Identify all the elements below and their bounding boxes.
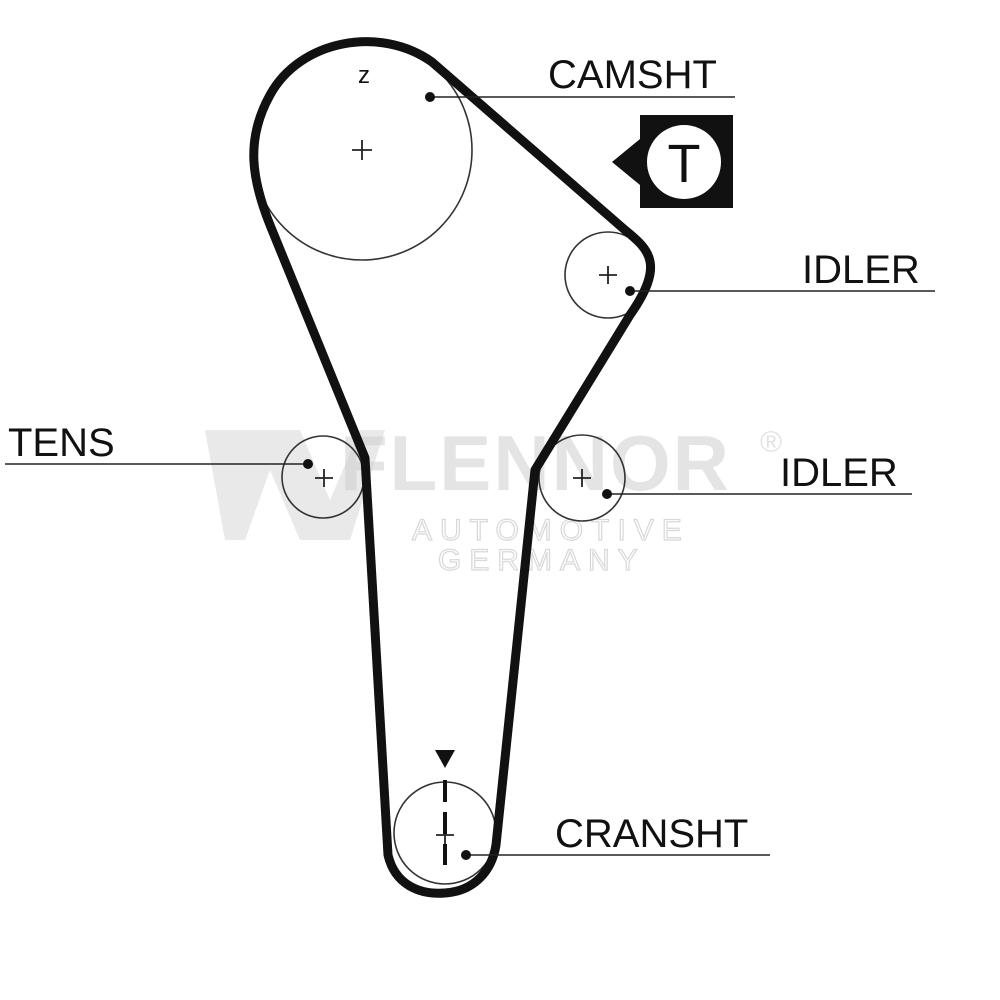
tensioner-label: TENS	[8, 421, 115, 465]
watermark-line1: AUTOMOTIVE	[412, 514, 690, 547]
tensioner-center-mark	[315, 469, 333, 487]
camshaft-label: CAMSHT	[548, 53, 717, 97]
crankshaft-timing-arrow	[435, 750, 455, 768]
camshaft-mark-label: z	[358, 62, 370, 89]
flennor-watermark: FLENNOR ® AUTOMOTIVE GERMANY	[205, 419, 782, 578]
timing-badge-icon: T	[612, 115, 733, 208]
crankshaft-leader-dot	[461, 850, 471, 860]
timing-belt	[249, 37, 655, 898]
camshaft-leader-dot	[425, 92, 435, 102]
camshaft-center-mark	[352, 140, 372, 160]
watermark-line2: GERMANY	[438, 544, 646, 577]
upper-idler-label: IDLER	[802, 248, 920, 292]
timing-badge-letter: T	[668, 134, 701, 194]
lower-idler-center-mark	[573, 469, 591, 487]
lower-idler-leader-dot	[602, 489, 612, 499]
crankshaft-label: CRANSHT	[555, 812, 748, 856]
upper-idler-center-mark	[599, 266, 617, 284]
lower-idler-label: IDLER	[780, 451, 898, 495]
watermark-logo-mark	[205, 430, 385, 540]
watermark-registered: ®	[760, 426, 782, 459]
upper-idler-leader-dot	[625, 286, 635, 296]
lower-idler-pulley	[538, 434, 626, 522]
tensioner-leader-dot	[303, 459, 313, 469]
